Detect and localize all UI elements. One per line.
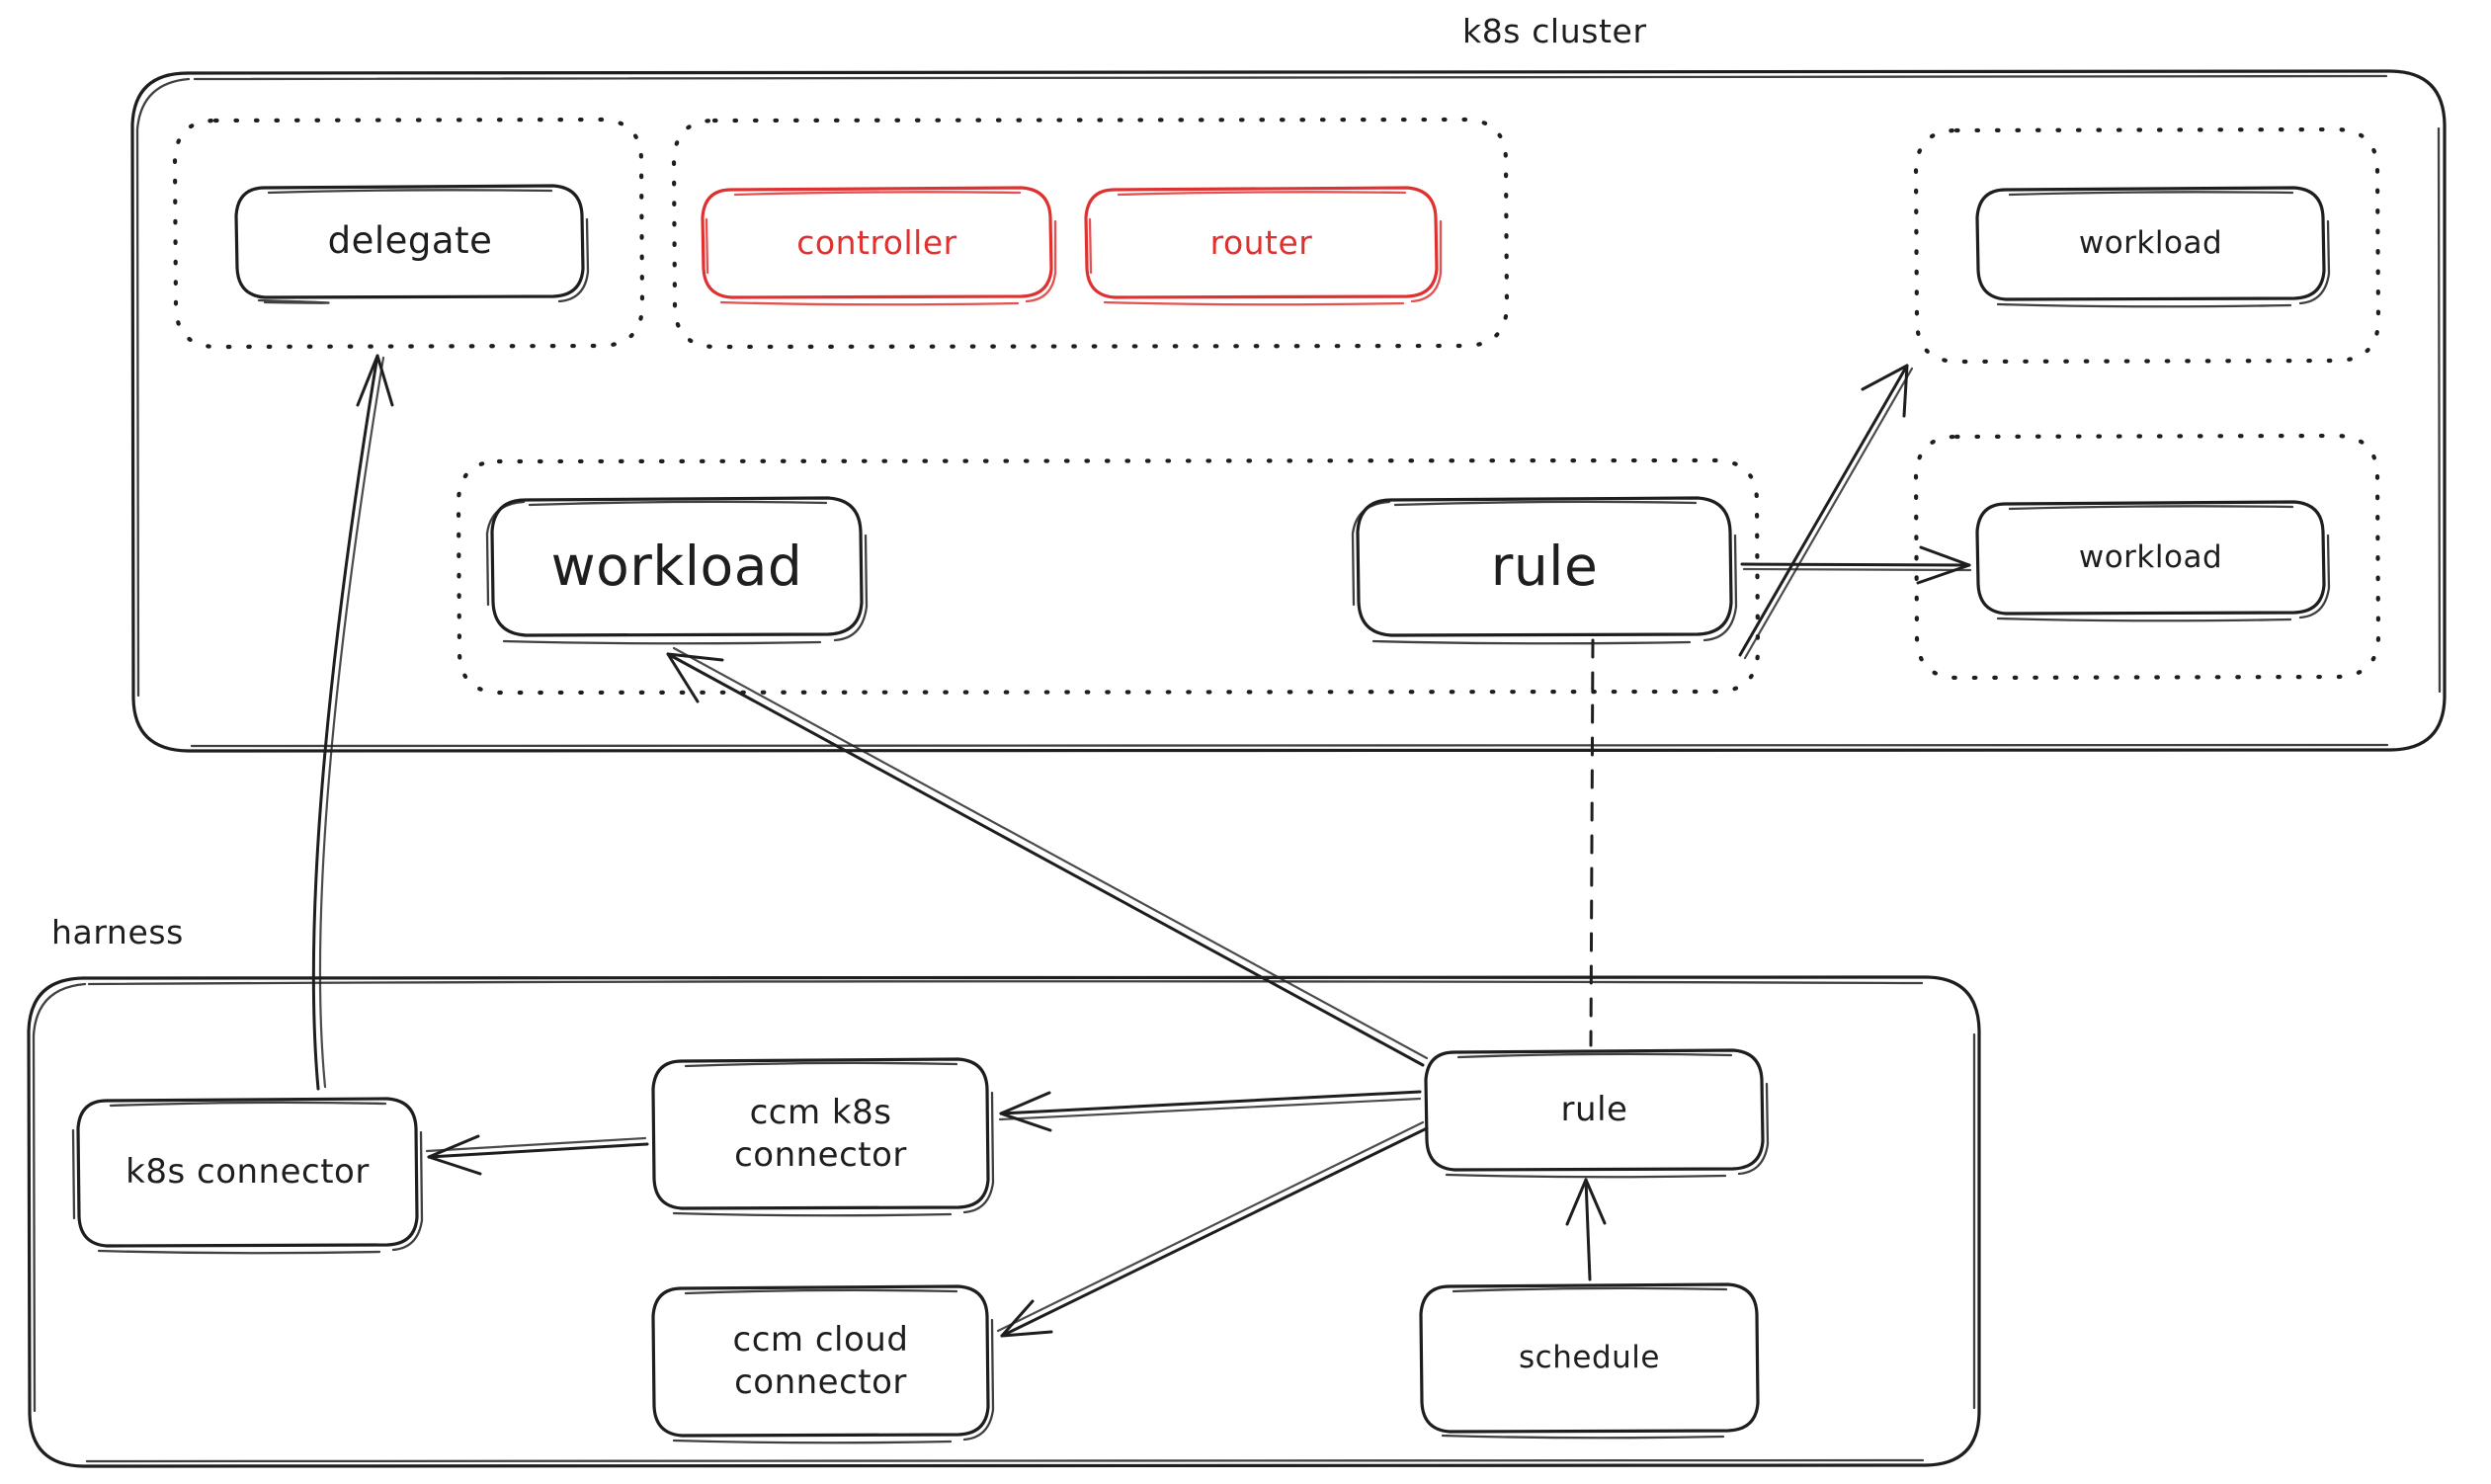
group-k8s-cluster-frame	[130, 69, 2447, 753]
node-ccm-k8s-connector[interactable]	[653, 1059, 994, 1215]
node-workload-main[interactable]	[487, 498, 868, 642]
group-label-harness: harness	[51, 913, 184, 951]
dotted-group-workload-top-right	[1913, 126, 2381, 365]
dotted-group-system-namespace	[671, 117, 1510, 350]
node-box-controller	[701, 186, 1057, 306]
node-box-router	[1084, 186, 1443, 306]
edge-rule-harness-to-workload-main	[666, 646, 1429, 1067]
edge-k8s-connector-to-delegate	[311, 354, 394, 1091]
edge-ccm-k8s-to-k8s-connector	[425, 1134, 649, 1176]
node-box-workload-main	[485, 496, 869, 645]
group-label-k8s-cluster: k8s cluster	[1462, 12, 1647, 50]
dotted-group-delegate-namespace	[172, 117, 645, 350]
dotted-group-workload-bottom-right	[1913, 433, 2381, 681]
node-controller[interactable]	[703, 188, 1052, 298]
node-box-ccm-cloud-connector	[651, 1284, 995, 1444]
node-workload-top-right[interactable]	[1977, 188, 2325, 300]
node-box-k8s-connector	[71, 1097, 424, 1255]
node-schedule[interactable]	[1421, 1284, 1759, 1439]
dotted-group-workload-rule-namespace	[456, 457, 1761, 696]
group-harness-frame	[27, 975, 1981, 1468]
node-box-rule-cluster	[1351, 496, 1738, 645]
edge-rule-cluster-to-workload-top-right	[1738, 364, 1914, 660]
node-router[interactable]	[1086, 188, 1438, 298]
node-box-workload-top-right	[1975, 186, 2331, 308]
node-delegate[interactable]	[236, 186, 584, 298]
edge-rule-harness-to-ccm-k8s	[998, 1090, 1422, 1132]
edge-rule-cluster-to-rule-harness-dashed	[1589, 638, 1595, 1047]
node-box-workload-bottom-right	[1975, 500, 2331, 622]
node-ccm-cloud-connector[interactable]	[653, 1286, 994, 1443]
edge-rule-cluster-to-workload-bottom-right	[1740, 545, 1972, 585]
node-k8s-connector[interactable]	[73, 1099, 423, 1253]
node-workload-bottom-right[interactable]	[1977, 502, 2325, 615]
node-box-ccm-k8s-connector	[651, 1057, 995, 1217]
edge-rule-harness-to-ccm-cloud	[996, 1120, 1429, 1338]
node-rule-cluster[interactable]	[1353, 498, 1737, 642]
node-box-schedule	[1419, 1282, 1760, 1440]
edge-schedule-to-rule-harness	[1565, 1178, 1607, 1281]
node-rule-harness[interactable]	[1426, 1050, 1769, 1177]
node-box-rule-harness	[1424, 1048, 1770, 1179]
node-box-delegate	[234, 184, 590, 304]
